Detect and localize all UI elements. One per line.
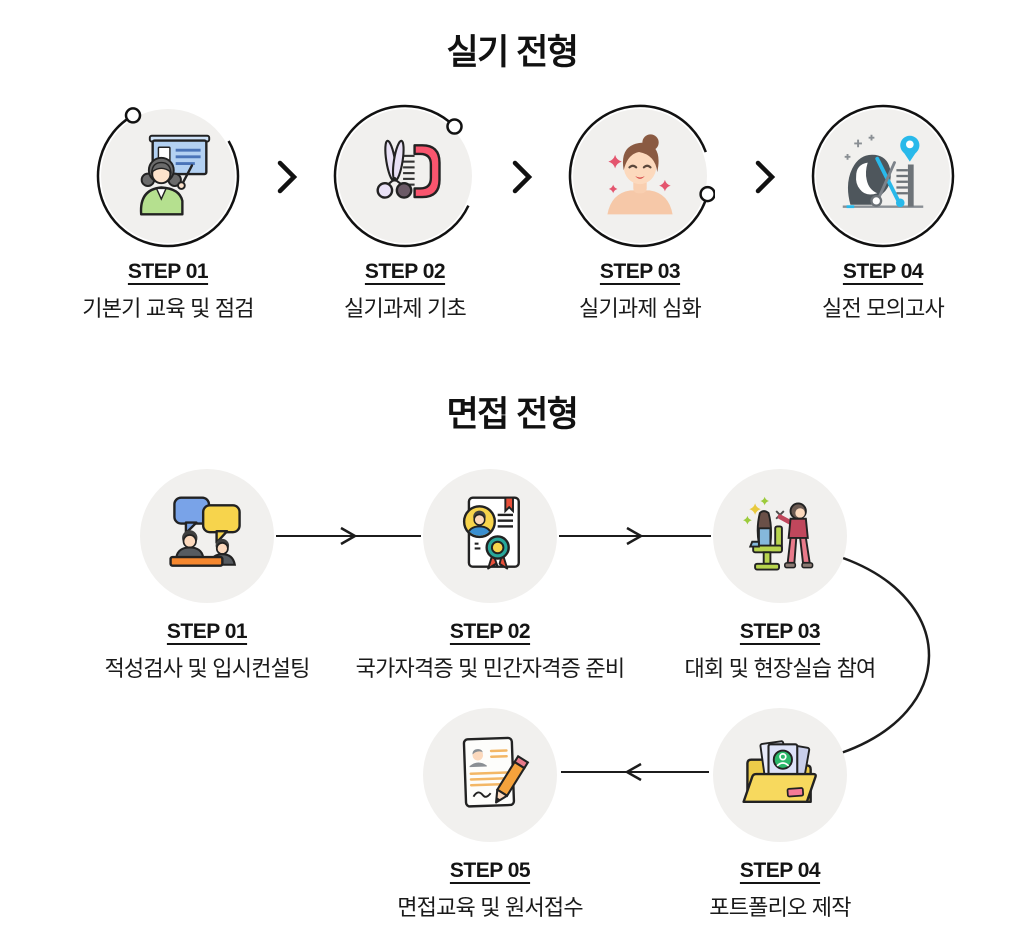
beauty-face-icon [607, 134, 673, 215]
interview-step-4: STEP 04 포트폴리오 제작 [630, 700, 930, 922]
certificate-medal-icon [462, 496, 520, 570]
scissors-comb-icon [376, 139, 441, 199]
interview-step-5: STEP 05 면접교육 및 원서접수 [340, 700, 640, 922]
step-label: STEP 01 [166, 620, 248, 643]
step-desc: 실기과제 기초 [344, 296, 467, 321]
step-label: STEP 01 [127, 260, 209, 283]
step-desc: 대회 및 현장실습 참여 [684, 656, 877, 681]
step-label: STEP 04 [739, 859, 821, 882]
step-desc: 실기과제 심화 [579, 296, 702, 321]
flow-chevron-icon [512, 160, 533, 194]
step-label: STEP 02 [449, 620, 531, 643]
flow-chevron-icon [755, 160, 776, 194]
teacher-presenting-icon [139, 134, 211, 216]
circle-arc-decoration [568, 104, 715, 248]
step-desc: 포트폴리오 제작 [709, 895, 851, 920]
interview-track-title: 면접 전형 [446, 395, 579, 434]
consulting-chat-icon [169, 496, 241, 567]
interview-step-2: STEP 02 국가자격증 및 민간자격증 준비 [340, 461, 640, 683]
practical-step-3: STEP 03 실기과제 심화 [520, 101, 760, 323]
step-desc: 적성검사 및 입시컨설팅 [104, 656, 310, 681]
circle-arc-decoration [333, 104, 470, 248]
circle-outline-decoration [811, 104, 955, 248]
circle-arc-decoration [96, 107, 240, 248]
step-label: STEP 05 [449, 859, 531, 882]
flow-chevron-icon [277, 160, 298, 194]
step-label: STEP 03 [599, 260, 681, 283]
application-pencil-icon [462, 736, 530, 808]
interview-step-3: STEP 03 대회 및 현장실습 참여 [630, 461, 930, 683]
practical-track-title: 실기 전형 [446, 33, 579, 72]
practical-step-2: STEP 02 실기과제 기초 [285, 101, 525, 323]
practical-step-4: STEP 04 실전 모의고사 [763, 101, 1003, 323]
step-desc: 실전 모의고사 [822, 296, 945, 321]
step-desc: 기본기 교육 및 점검 [82, 296, 254, 321]
practical-step-1: STEP 01 기본기 교육 및 점검 [48, 101, 288, 323]
hair-tools-pin-icon [842, 134, 924, 209]
salon-practice-icon [743, 496, 814, 571]
step-label: STEP 04 [842, 260, 924, 283]
portfolio-folder-icon [742, 740, 817, 804]
step-icon-circle [140, 469, 274, 603]
step-desc: 국가자격증 및 민간자격증 준비 [355, 656, 625, 681]
step-label: STEP 03 [739, 620, 821, 643]
interview-step-1: STEP 01 적성검사 및 입시컨설팅 [57, 461, 357, 683]
step-desc: 면접교육 및 원서접수 [397, 895, 583, 920]
step-label: STEP 02 [364, 260, 446, 283]
